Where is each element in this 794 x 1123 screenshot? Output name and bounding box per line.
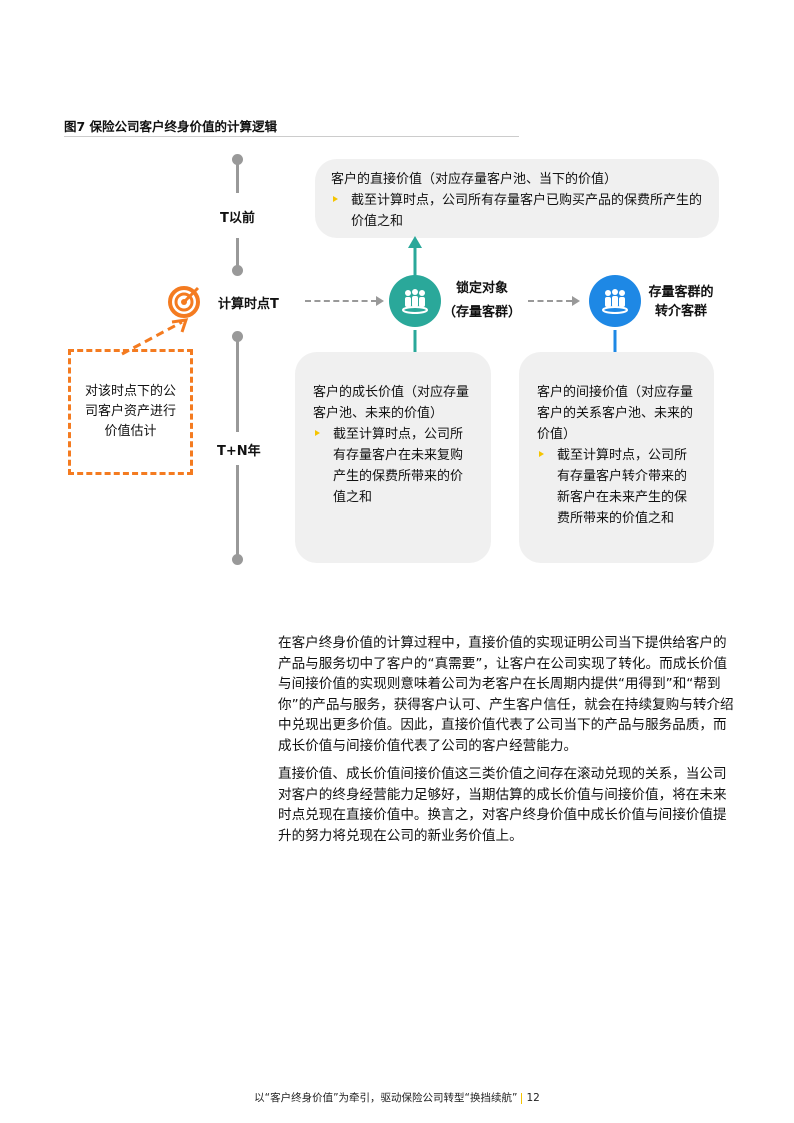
growth-value-box: 客户的成长价值（对应存量客户池、未来的价值） 截至计算时点，公司所有存量客户在未… — [295, 352, 491, 563]
footer-text: 以“客户终身价值”为牵引，驱动保险公司转型“换挡续航” — [254, 1092, 518, 1104]
indirect-value-bullet: 截至计算时点，公司所有存量客户转介带来的新客户在未来产生的保费所带来的价值之和 — [537, 445, 698, 529]
body-text: 在客户终身价值的计算过程中，直接价值的实现证明公司当下提供给客户的产品与服务切中… — [278, 633, 738, 854]
timeline-dot — [232, 331, 243, 342]
paragraph: 直接价值、成长价值间接价值这三类价值之间存在滚动兑现的关系，当公司对客户的终身经… — [278, 766, 727, 844]
indirect-value-box: 客户的间接价值（对应存量客户的关系客户池、未来的价值） 截至计算时点，公司所有存… — [519, 352, 714, 563]
note-pointer-arrow — [121, 318, 189, 356]
referral-group-label: 存量客群的转介客群 — [648, 285, 714, 319]
timeline-dot — [232, 554, 243, 565]
footer: 以“客户终身价值”为牵引，驱动保险公司转型“换挡续航” 12 — [0, 1090, 794, 1105]
dashed-arrow — [305, 300, 377, 302]
direct-value-title: 客户的直接价值（对应存量客户池、当下的价值） — [331, 172, 618, 187]
target-icon — [168, 286, 200, 318]
page-number: 12 — [526, 1092, 540, 1104]
timeline-line — [236, 465, 239, 560]
timeline-dot — [232, 154, 243, 165]
timeline-line — [236, 160, 239, 193]
arrow-head — [376, 296, 384, 306]
growth-value-bullet: 截至计算时点，公司所有存量客户在未来复购产生的保费所带来的价值之和 — [313, 424, 475, 508]
growth-value-title: 客户的成长价值（对应存量客户池、未来的价值） — [313, 385, 470, 421]
note-text: 对该时点下的公司客户资产进行价值估计 — [84, 384, 176, 439]
footer-separator — [521, 1092, 523, 1104]
timeline-before: T以前 — [220, 211, 255, 226]
dashed-arrow — [528, 300, 572, 302]
timeline-dot — [232, 265, 243, 276]
timeline-line — [236, 238, 239, 268]
timeline-line — [236, 337, 239, 432]
indirect-value-title: 客户的间接价值（对应存量客户的关系客户池、未来的价值） — [537, 385, 694, 442]
timeline-after: T+N年 — [217, 444, 261, 459]
arrow-head — [572, 296, 580, 306]
people-icon — [589, 275, 641, 327]
note-box: 对该时点下的公司客户资产进行价值估计 — [68, 349, 193, 475]
divider — [64, 136, 519, 137]
figure-title: 图7 保险公司客户终身价值的计算逻辑 — [64, 119, 278, 134]
direct-value-box: 客户的直接价值（对应存量客户池、当下的价值） 截至计算时点，公司所有存量客户已购… — [315, 159, 719, 238]
people-icon — [389, 275, 441, 327]
arrow-up — [408, 236, 422, 276]
paragraph: 在客户终身价值的计算过程中，直接价值的实现证明公司当下提供给客户的产品与服务切中… — [278, 635, 734, 754]
lock-target-label: 锁定对象（存量客群） — [442, 281, 521, 320]
direct-value-bullet: 截至计算时点，公司所有存量客户已购买产品的保费所产生的价值之和 — [331, 190, 703, 232]
timeline-point: 计算时点T — [218, 297, 279, 312]
